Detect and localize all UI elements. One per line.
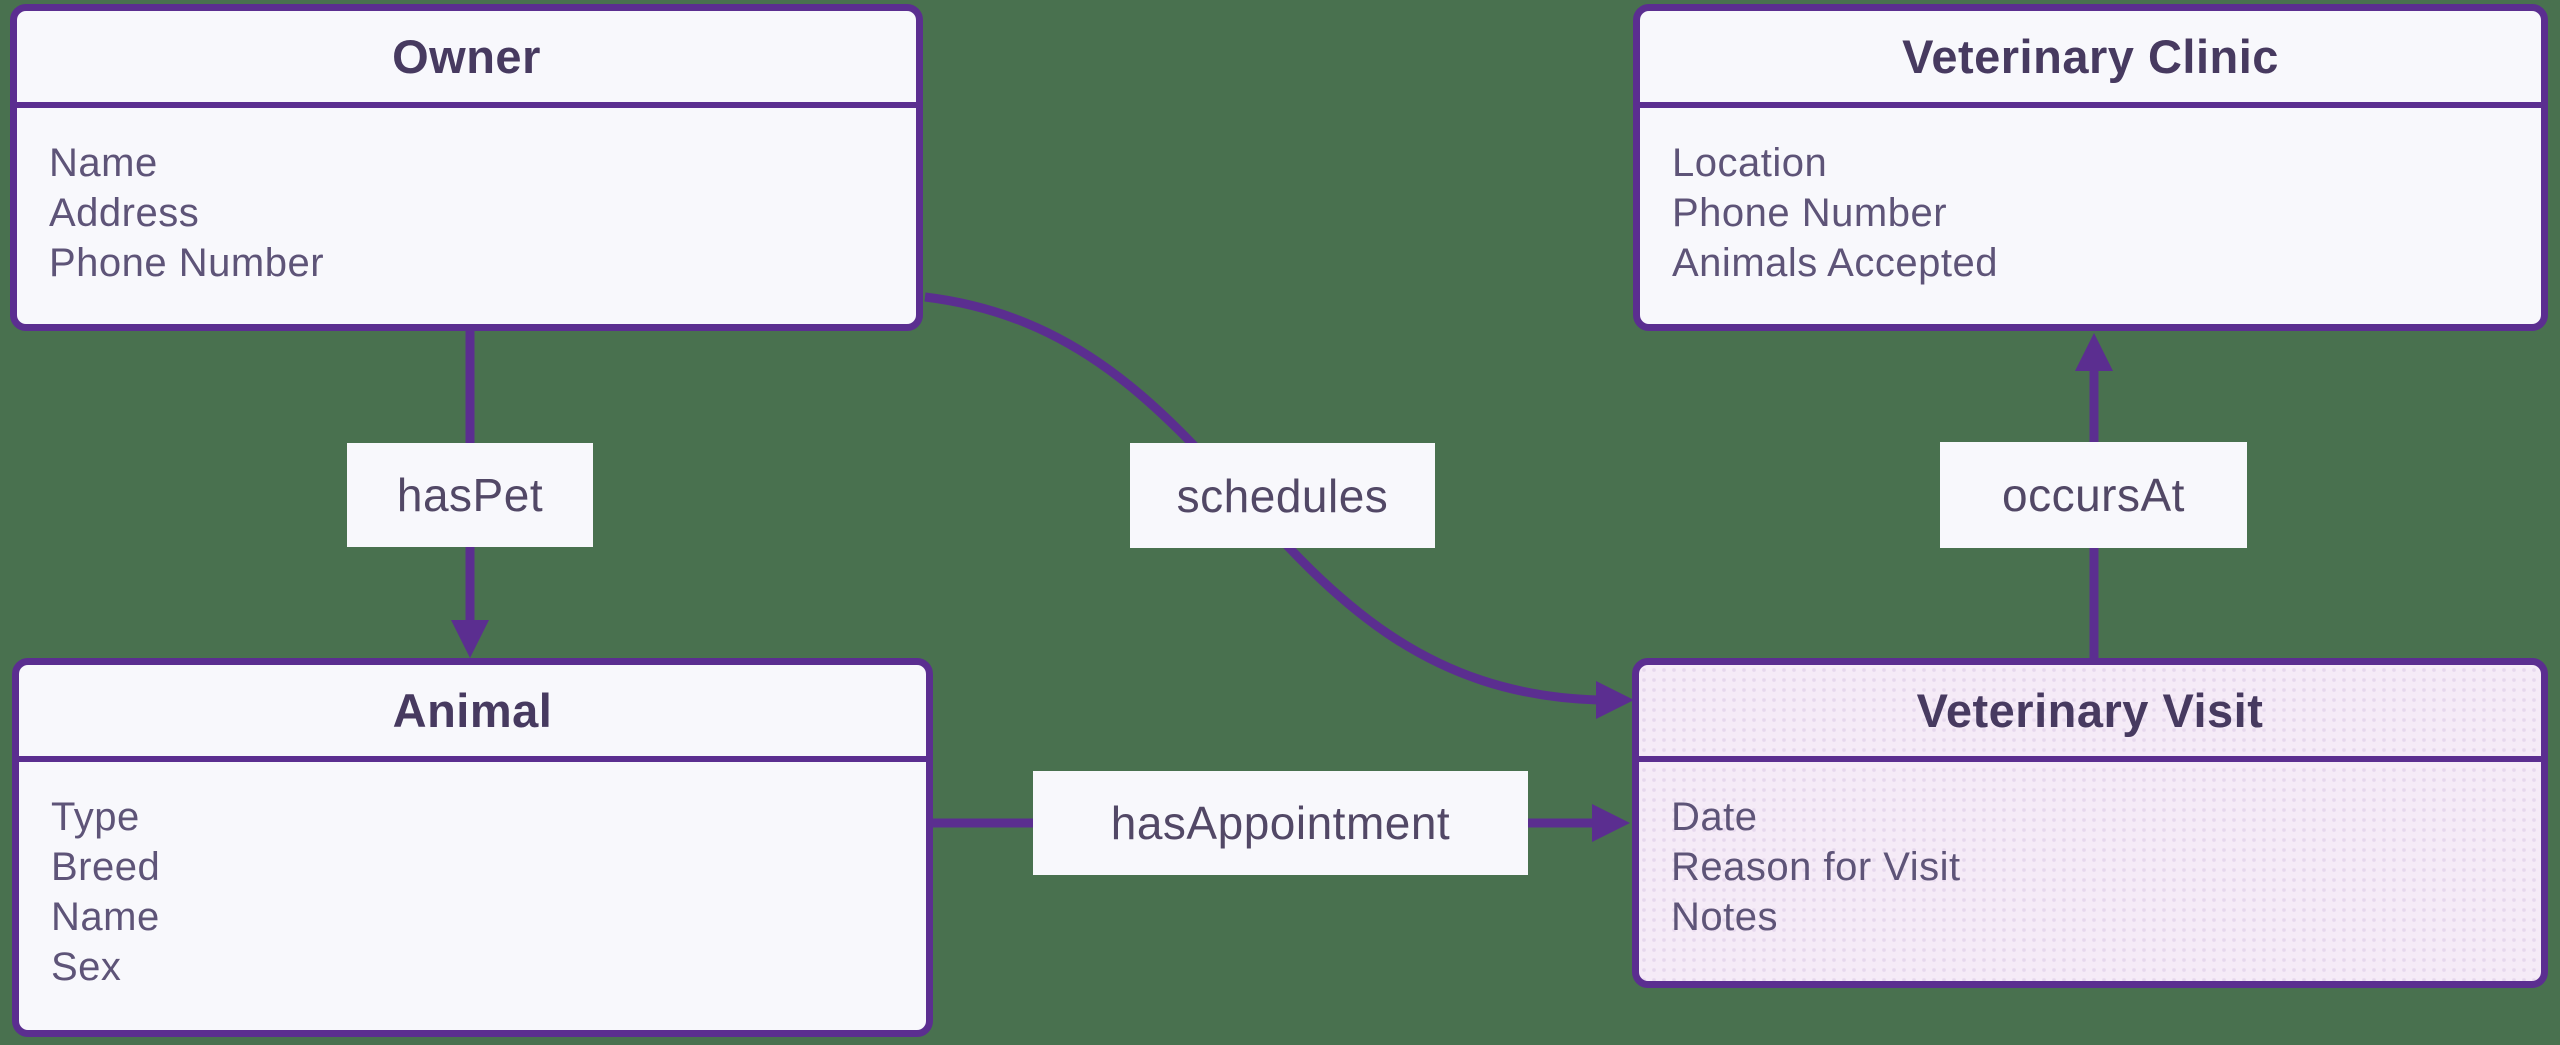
entity-owner[interactable]: Owner Name Address Phone Number — [10, 4, 923, 331]
occursat-arrowhead-up-icon — [2075, 333, 2113, 371]
relationship-label-occursat[interactable]: occursAt — [1940, 442, 2247, 548]
entity-owner-attributes: Name Address Phone Number — [17, 108, 916, 288]
entity-veterinary-visit-attributes: Date Reason for Visit Notes — [1639, 762, 2541, 942]
attribute: Name — [49, 141, 158, 185]
relationship-label-haspet[interactable]: hasPet — [347, 443, 593, 547]
attribute: Date — [1671, 795, 1758, 839]
attribute: Sex — [51, 945, 122, 989]
entity-veterinary-clinic[interactable]: Veterinary Clinic Location Phone Number … — [1633, 4, 2548, 331]
entity-animal[interactable]: Animal Type Breed Name Sex — [12, 658, 933, 1037]
attribute: Reason for Visit — [1671, 845, 1961, 889]
entity-veterinary-clinic-attributes: Location Phone Number Animals Accepted — [1640, 108, 2541, 288]
attribute: Phone Number — [1672, 191, 1948, 235]
relationship-label-schedules[interactable]: schedules — [1130, 443, 1435, 548]
attribute: Notes — [1671, 895, 1778, 939]
schedules-arrowhead-right-icon — [1596, 681, 1634, 719]
attribute: Location — [1672, 141, 1828, 185]
entity-animal-title: Animal — [19, 665, 926, 762]
relationship-label-hasappointment[interactable]: hasAppointment — [1033, 771, 1528, 875]
attribute: Address — [49, 191, 200, 235]
attribute: Type — [51, 795, 140, 839]
entity-veterinary-clinic-title: Veterinary Clinic — [1640, 11, 2541, 108]
attribute: Animals Accepted — [1672, 241, 1998, 285]
entity-veterinary-visit-title: Veterinary Visit — [1639, 665, 2541, 762]
entity-owner-title: Owner — [17, 11, 916, 108]
entity-veterinary-visit[interactable]: Veterinary Visit Date Reason for Visit N… — [1632, 658, 2548, 988]
hasappointment-arrowhead-right-icon — [1592, 804, 1630, 842]
attribute: Name — [51, 895, 160, 939]
haspet-arrowhead-down-icon — [451, 620, 489, 658]
entity-animal-attributes: Type Breed Name Sex — [19, 762, 926, 992]
attribute: Breed — [51, 845, 161, 889]
attribute: Phone Number — [49, 241, 325, 285]
